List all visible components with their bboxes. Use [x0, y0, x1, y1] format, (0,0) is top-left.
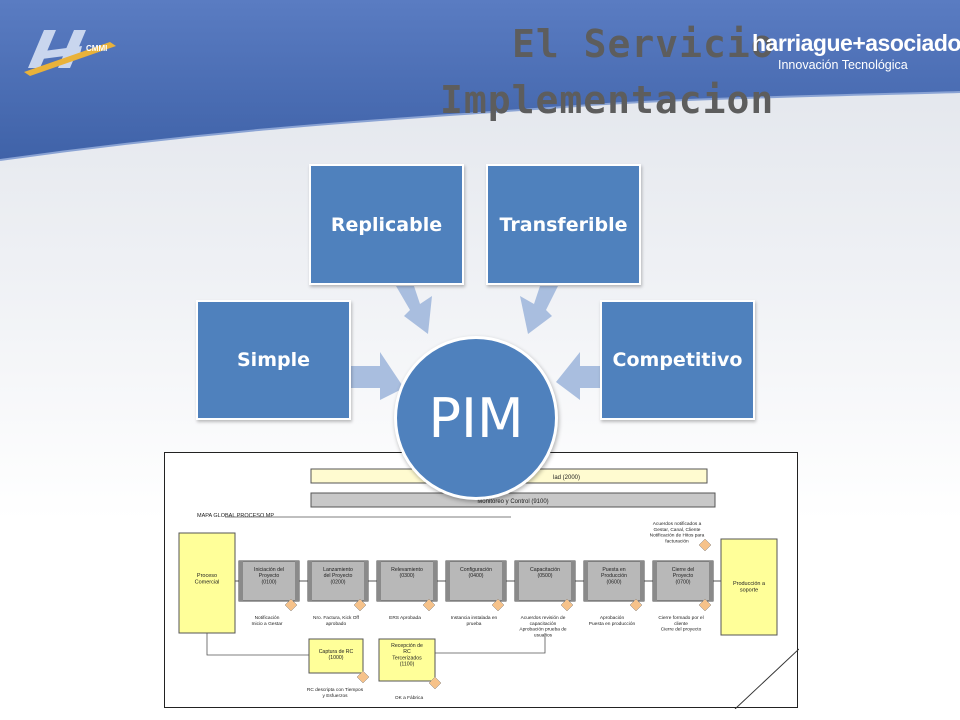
stage-label: Configuración(0400)	[460, 567, 492, 579]
milestone-diamond-icon	[422, 598, 436, 612]
slide-title-line-2: Implementacion	[440, 78, 775, 122]
stage-box	[514, 560, 576, 602]
monitor-bar	[310, 492, 716, 508]
rc-outsourced-box	[378, 638, 436, 682]
quality-bar-label: lad (2000)	[553, 475, 580, 481]
corner-divider	[734, 648, 799, 709]
cmmi-h-logo-icon	[24, 30, 116, 76]
stage-box-edge	[584, 561, 588, 601]
stage-box-edge	[308, 561, 312, 601]
milestone-diamond-icon	[491, 598, 505, 612]
stage-box-edge	[502, 561, 506, 601]
map-title: MAPA GLOBAL PROCESO MP	[197, 513, 274, 519]
milestone-diamond-icon	[629, 598, 643, 612]
arrow-replicable-icon	[396, 286, 432, 334]
stage-box-edge	[377, 561, 381, 601]
milestone-diamond-icon	[353, 598, 367, 612]
outsource-line	[435, 633, 546, 654]
stage-box-edge	[239, 561, 243, 601]
stage-box	[445, 560, 507, 602]
arrow-simple-icon	[350, 352, 404, 400]
header-band	[0, 0, 960, 161]
stage-box-edge	[653, 561, 657, 601]
stage-box-edge	[515, 561, 519, 601]
stage-box	[376, 560, 438, 602]
arrow-competitivo-icon	[556, 352, 602, 400]
rc-capture-box	[308, 638, 364, 674]
cmmi-label: CMMI	[86, 44, 108, 53]
slide-title-line-1: El Servicio	[512, 22, 775, 66]
feedback-line	[206, 633, 309, 656]
milestone-diamond-icon	[560, 598, 574, 612]
process-map-image: lad (2000) Monitoreo y Control (9100) MAPA…	[164, 452, 799, 709]
stage-box-edge	[364, 561, 368, 601]
stage-box-edge	[433, 561, 437, 601]
brand-subtitle: Innovación Tecnológica	[778, 58, 908, 72]
simple-box: Simple	[196, 300, 351, 420]
milestone-diamond-icon	[698, 598, 712, 612]
monitor-bar-label: Monitoreo y Control (9100)	[477, 499, 548, 505]
brand-name: harriague+asociados	[752, 30, 960, 56]
arrow-transferible-icon	[520, 286, 558, 334]
stage-box	[238, 560, 300, 602]
stage-box-edge	[295, 561, 299, 601]
competitivo-box: Competitivo	[600, 300, 755, 420]
stage-box-edge	[709, 561, 713, 601]
stage-box-edge	[571, 561, 575, 601]
rc-outsourced-note: OK a Fábrica	[395, 695, 424, 701]
stage-label: Capacitación(0500)	[530, 567, 560, 579]
milestone-diamond-icon	[698, 538, 712, 552]
milestone-diamond-icon	[356, 670, 370, 684]
transferible-box: Transferible	[486, 164, 641, 285]
stage-label: Relevamiento(0300)	[391, 567, 423, 579]
stage-box-edge	[446, 561, 450, 601]
right-box	[720, 538, 778, 636]
stage-note: ERS Aprobada	[389, 615, 421, 621]
milestone-diamond-icon	[428, 676, 442, 690]
pim-center-circle: PIM	[394, 336, 558, 500]
stage-box-edge	[640, 561, 644, 601]
replicable-box: Replicable	[309, 164, 464, 285]
milestone-diamond-icon	[284, 598, 298, 612]
rc-capture-label: Captura de RC(1000)	[319, 649, 354, 661]
